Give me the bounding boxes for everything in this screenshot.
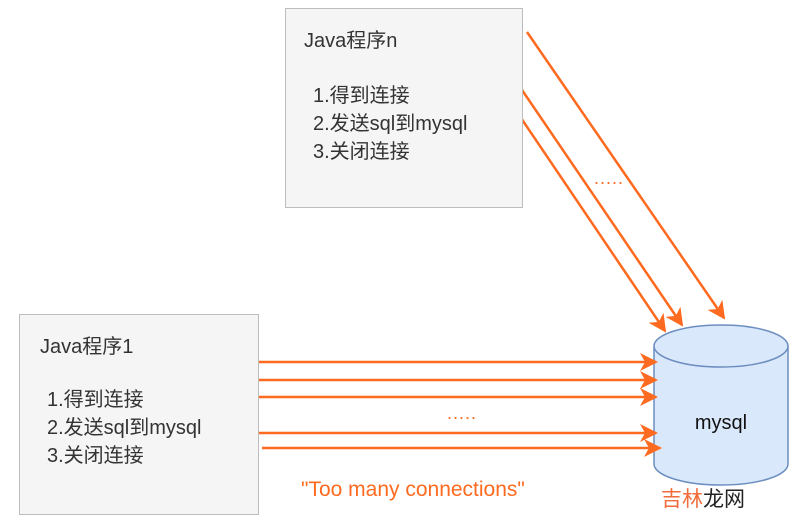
step-item: 2.发送sql到mysql bbox=[313, 113, 468, 135]
program-steps: 1.得到连接 2.发送sql到mysql 3.关闭连接 bbox=[313, 82, 467, 166]
program-title: Java程序1 bbox=[40, 336, 134, 358]
mysql-database-cylinder bbox=[653, 324, 789, 486]
program-title: Java程序n bbox=[304, 30, 398, 52]
java-program-n-box: Java程序n 1.得到连接 2.发送sql到mysql 3.关闭连接 bbox=[285, 8, 523, 208]
step-item: 2.发送sql到mysql bbox=[47, 417, 202, 439]
step-item: 3.关闭连接 bbox=[47, 445, 144, 467]
program-steps: 1.得到连接 2.发送sql到mysql 3.关闭连接 bbox=[47, 386, 201, 470]
connection-arrow bbox=[525, 31, 726, 320]
connection-arrow bbox=[519, 117, 667, 333]
watermark-part-2: 龙网 bbox=[703, 488, 745, 511]
step-item: 1.得到连接 bbox=[47, 389, 144, 411]
more-connections-ellipsis-top: ..... bbox=[594, 168, 625, 188]
watermark-part-1: 吉林 bbox=[661, 488, 703, 511]
cylinder-top bbox=[653, 324, 789, 368]
database-label: mysql bbox=[694, 412, 748, 434]
cylinder-body bbox=[653, 346, 789, 486]
java-program-1-box: Java程序1 1.得到连接 2.发送sql到mysql 3.关闭连接 bbox=[19, 314, 259, 515]
watermark: 吉林龙网 bbox=[661, 483, 745, 513]
step-item: 3.关闭连接 bbox=[313, 141, 410, 163]
connection-arrow bbox=[520, 89, 684, 327]
step-item: 1.得到连接 bbox=[313, 85, 410, 107]
connections-from-program-1 bbox=[258, 353, 662, 457]
more-connections-ellipsis-middle: ..... bbox=[447, 403, 478, 423]
error-message: "Too many connections" bbox=[301, 478, 525, 501]
connections-from-program-n bbox=[519, 31, 726, 333]
